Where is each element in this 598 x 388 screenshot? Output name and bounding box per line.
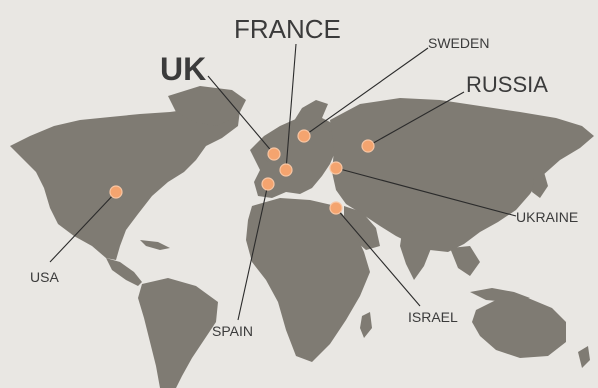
landmass-madagascar [360, 312, 372, 338]
marker-france [279, 163, 293, 177]
label-usa: USA [30, 269, 59, 285]
marker-israel [329, 201, 343, 215]
marker-spain [261, 177, 275, 191]
landmass-south-america [138, 278, 218, 388]
label-sweden: SWEDEN [428, 35, 489, 51]
label-russia: RUSSIA [466, 72, 548, 97]
marker-ukraine [329, 161, 343, 175]
landmass-arabia [344, 206, 380, 250]
leader-line-usa [49, 191, 117, 263]
label-ukraine: UKRAINE [516, 209, 578, 225]
landmass-new-zealand [578, 346, 590, 368]
landmass-europe [250, 116, 338, 198]
label-uk: UK [160, 51, 206, 87]
marker-sweden [297, 129, 311, 143]
landmass-greenland [168, 86, 246, 126]
leader-line-sweden [303, 47, 429, 137]
landmass-asia [330, 98, 594, 252]
marker-uk [267, 147, 281, 161]
landmass-japan [532, 172, 548, 198]
landmass-southeast-asia [450, 246, 480, 276]
leader-line-ukraine [335, 167, 517, 217]
label-spain: SPAIN [212, 323, 253, 339]
landmass-scandinavia [292, 100, 328, 132]
landmass-north-america [10, 104, 240, 260]
landmass-caribbean [140, 240, 170, 250]
landmass-central-america [106, 258, 142, 286]
leader-line-russia [367, 91, 465, 147]
label-israel: ISRAEL [408, 309, 458, 325]
landmass-africa [246, 198, 370, 362]
landmass-australia [472, 298, 566, 358]
marker-russia [361, 139, 375, 153]
leader-line-israel [335, 207, 421, 307]
label-france: FRANCE [234, 14, 341, 44]
leader-line-spain [237, 183, 269, 321]
landmass-india [400, 230, 432, 280]
marker-usa [109, 185, 123, 199]
leader-line-uk [207, 75, 275, 155]
leader-line-france [285, 43, 297, 171]
